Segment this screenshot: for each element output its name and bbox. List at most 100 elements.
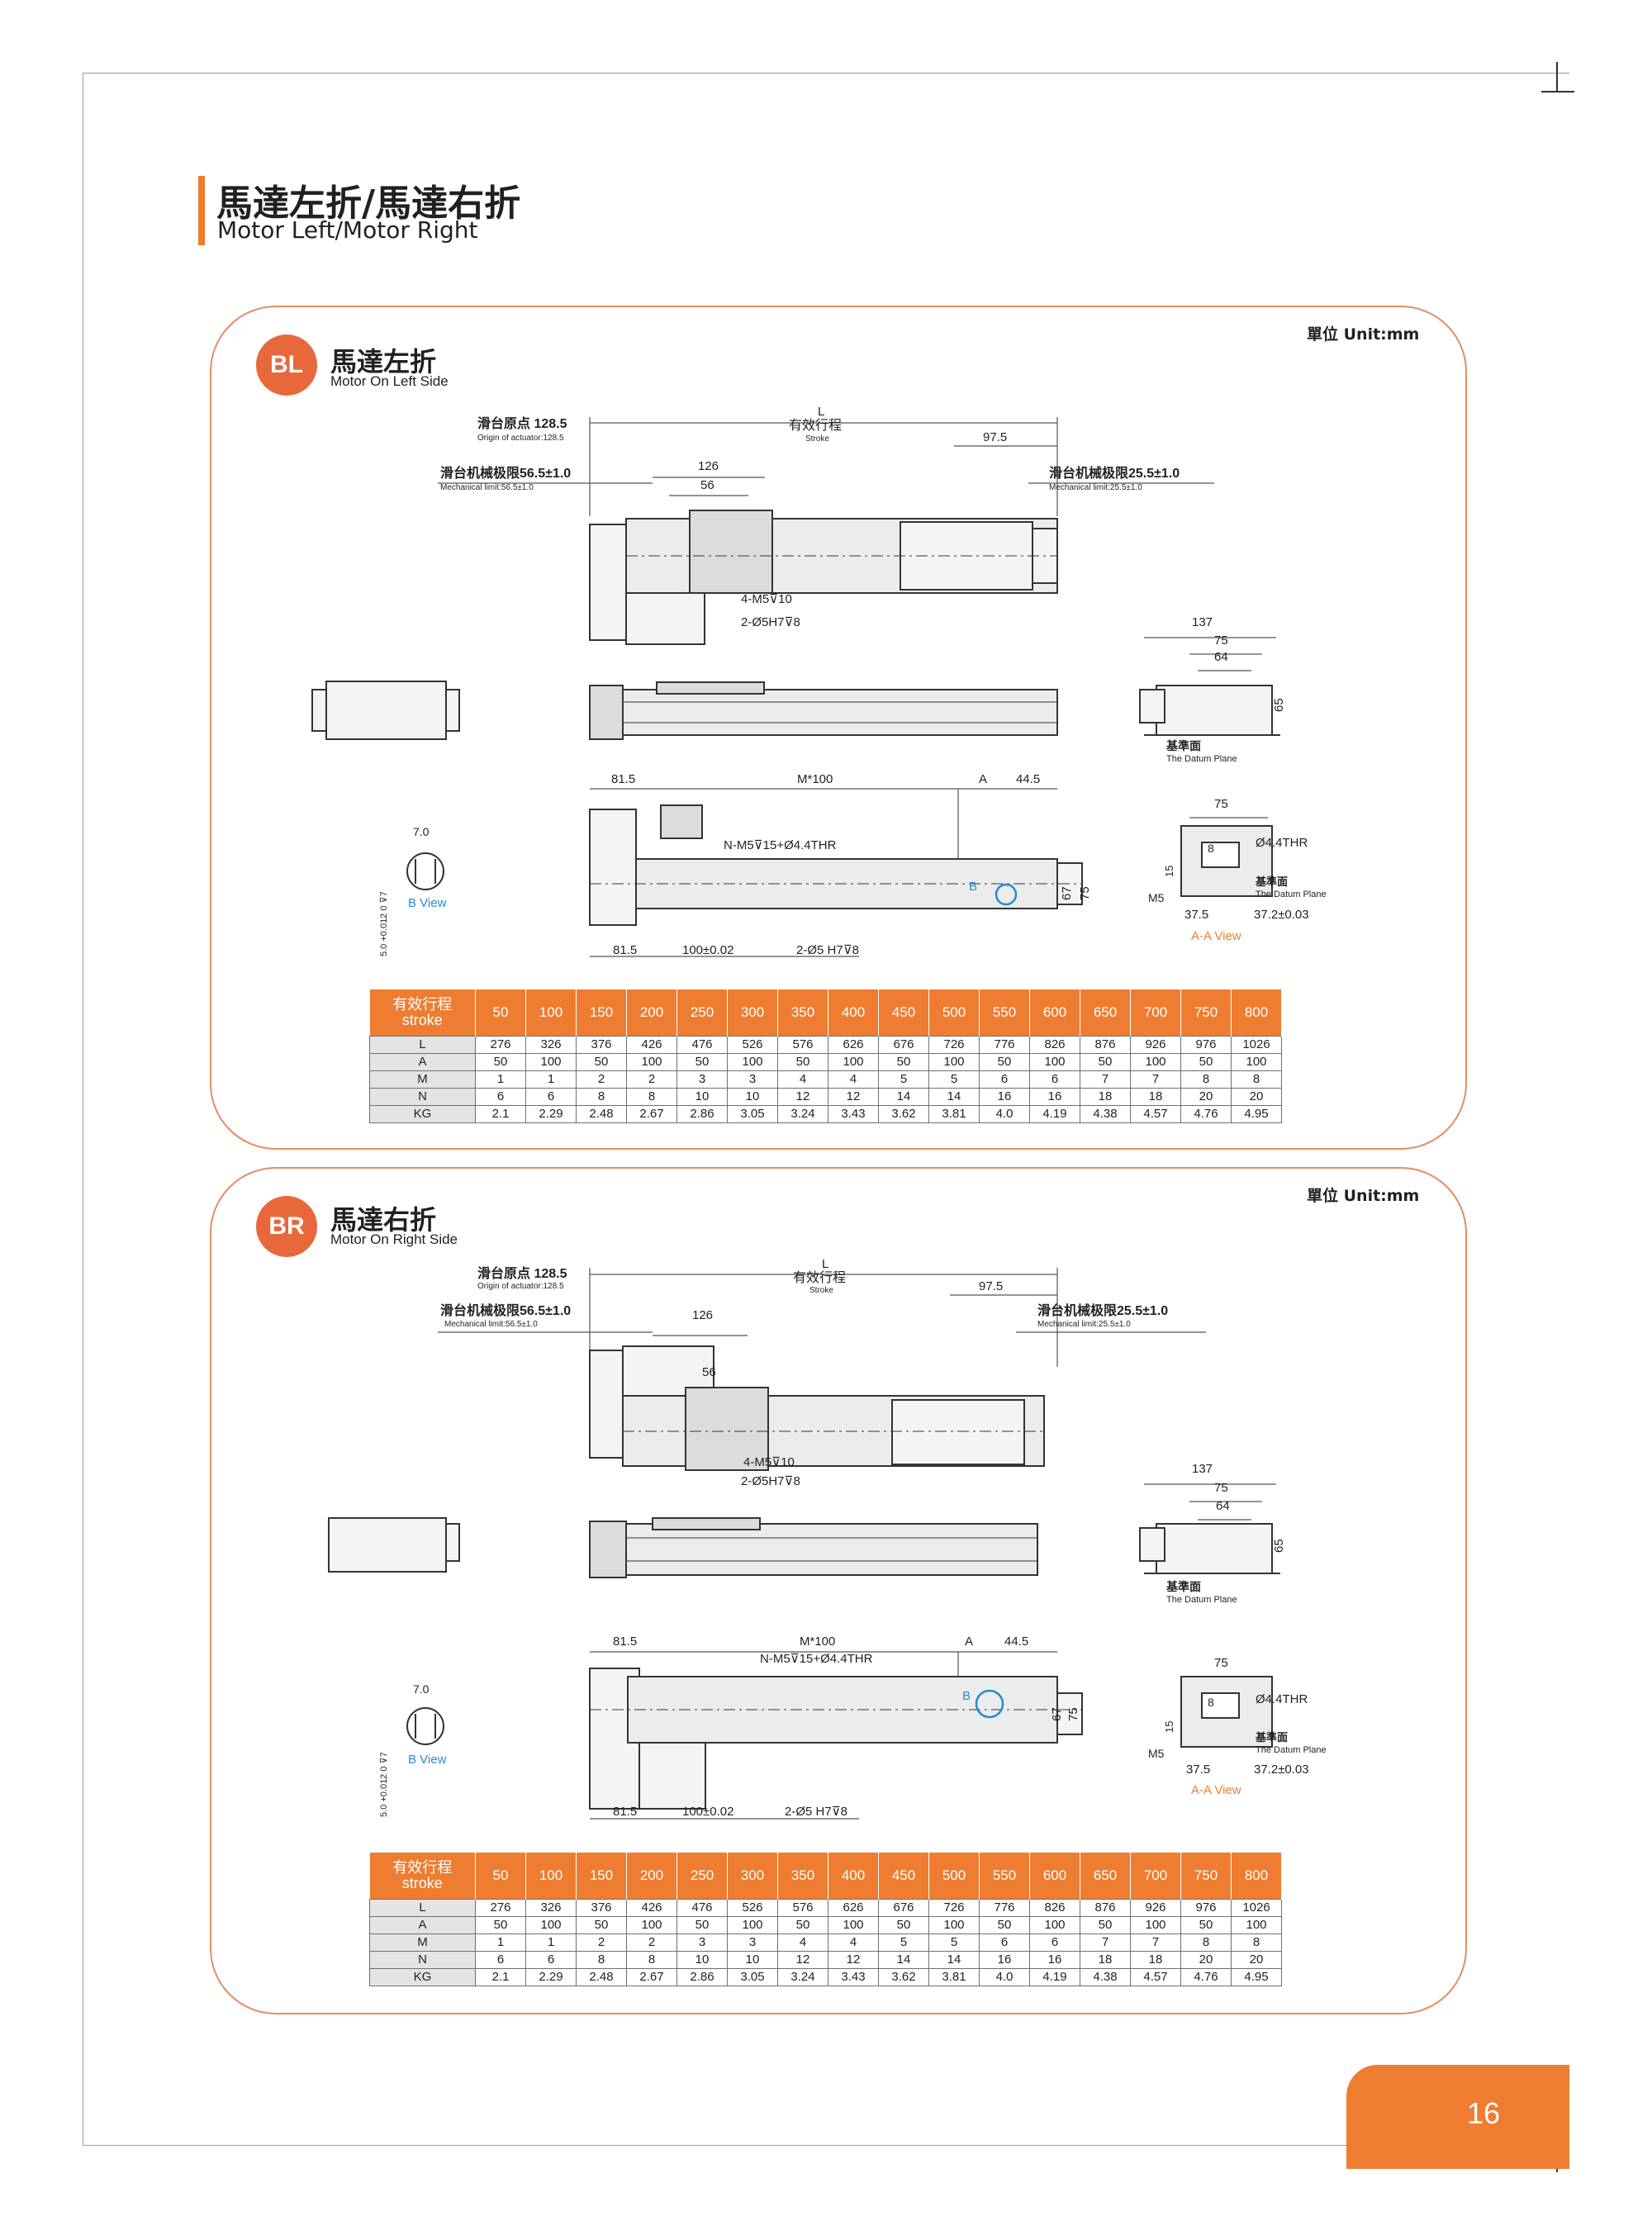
dim-75: 75	[1214, 1481, 1228, 1495]
stroke-header: 100	[525, 1853, 577, 1899]
datum-label-en: The Datum Plane	[1166, 754, 1237, 764]
stroke-label-cn: 有效行程	[789, 418, 842, 433]
dim-75-aa: 75	[1214, 797, 1228, 811]
dim-37-2: 37.2±0.03	[1254, 908, 1309, 922]
h7b-label: 2-Ø5 H7⊽8	[785, 1805, 847, 1819]
table-cell: 50	[475, 1915, 526, 1934]
stroke-header: 150	[576, 1853, 627, 1899]
spec-table-br: 有效行程 stroke 50 100 150 200 250 300 350 4…	[369, 1853, 1282, 1986]
dim-75-side: 75	[1066, 1707, 1080, 1721]
dim-8: 8	[1208, 842, 1214, 855]
dim-137: 137	[1192, 1462, 1213, 1476]
table-cell: 7	[1130, 1933, 1181, 1952]
dim-a: A	[979, 772, 987, 786]
table-cell: 2.48	[576, 1967, 627, 1986]
carriage	[689, 510, 773, 594]
dim-81-5-top: 81.5	[613, 1635, 637, 1649]
stroke-header: 350	[777, 1853, 828, 1899]
table-cell: 6	[525, 1950, 577, 1969]
dim-64: 64	[1214, 650, 1228, 664]
crop-mark	[1541, 91, 1574, 93]
table-cell: 6	[979, 1933, 1030, 1952]
table-cell: 100	[1130, 1915, 1181, 1934]
datum-label-cn: 基準面	[1166, 739, 1201, 752]
stroke-header: 450	[878, 1853, 929, 1899]
mech-limit-left-cn: 滑台机械极限56.5±1.0	[440, 1302, 571, 1318]
dim-m-x-100: M*100	[800, 1635, 835, 1649]
aa-section-view	[1180, 1676, 1273, 1748]
unit-label: 單位 Unit:mm	[1307, 325, 1420, 344]
table-cell: 10	[727, 1087, 778, 1106]
header-cn: 有效行程	[392, 995, 453, 1013]
dim-75-aa: 75	[1214, 1656, 1228, 1670]
aa-view-label: A-A View	[1191, 929, 1241, 943]
mech-limit-left-cn: 滑台机械极限56.5±1.0	[440, 465, 571, 481]
dim-81-5-top: 81.5	[611, 772, 635, 786]
table-cell: 4.57	[1130, 1104, 1181, 1123]
page-title: 馬達左折/馬達右折	[216, 183, 521, 225]
dim-56: 56	[700, 478, 714, 492]
section-subtitle: Motor On Left Side	[330, 373, 449, 389]
table-cell: 3.05	[727, 1967, 778, 1986]
page-number: 16	[1467, 2096, 1501, 2130]
table-cell: 4.95	[1231, 1967, 1282, 1986]
table-cell: 100	[1029, 1052, 1080, 1071]
table-cell: 776	[979, 1035, 1030, 1054]
table-cell: 18	[1080, 1950, 1131, 1969]
table-cell: 2	[626, 1933, 677, 1952]
datum-label-en: The Datum Plane	[1166, 1595, 1237, 1605]
tolerance-label: 5.0 +0.012 0 ⊽7	[379, 1752, 389, 1817]
mech-limit-right-cn: 滑台机械极限25.5±1.0	[1037, 1302, 1168, 1318]
table-cell: 100	[1231, 1052, 1282, 1071]
m5-small: M5	[1148, 891, 1165, 904]
stroke-header: 250	[676, 1853, 728, 1899]
b-view-label: B View	[408, 1753, 447, 1767]
table-cell: 3.24	[777, 1104, 828, 1123]
dim-7-0: 7.0	[413, 1682, 430, 1696]
table-cell: 50	[576, 1915, 627, 1934]
table-cell: 100	[1029, 1915, 1080, 1934]
row-label: KG	[369, 1967, 476, 1986]
stroke-header: 400	[828, 989, 879, 1036]
table-cell: 14	[928, 1950, 980, 1969]
table-cell: 100	[928, 1052, 980, 1071]
table-cell: 1	[525, 1933, 577, 1952]
table-cell: 2.29	[525, 1104, 577, 1123]
dim-7-0: 7.0	[413, 825, 430, 838]
h7-label: 2-Ø5H7⊽8	[741, 1474, 800, 1488]
table-cell: 8	[576, 1950, 627, 1969]
table-cell: 100	[828, 1915, 879, 1934]
table-cell: 4.95	[1231, 1104, 1282, 1123]
motor-end-view	[311, 681, 460, 740]
mech-limit-left-en: Mechanical limit:56.5±1.0	[444, 1320, 538, 1329]
dim-15: 15	[1163, 1721, 1175, 1733]
table-cell: 50	[878, 1915, 929, 1934]
dim-8: 8	[1208, 1696, 1214, 1709]
spec-table-bl: 有效行程 stroke 50 100 150 200 250 300 350 4…	[369, 989, 1282, 1123]
stroke-header: 700	[1130, 1853, 1181, 1899]
table-cell: 6	[475, 1950, 526, 1969]
dim-65: 65	[1272, 1539, 1286, 1553]
section-title: 馬達右折	[330, 1204, 437, 1236]
top-view	[589, 510, 1058, 645]
table-cell: 20	[1231, 1950, 1282, 1969]
dim-126: 126	[692, 1308, 713, 1322]
origin-label-cn: 滑台原点 128.5	[477, 1265, 567, 1281]
stroke-header: 300	[727, 989, 778, 1036]
row-label: L	[369, 1035, 476, 1054]
m5-label: 4-M5⊽10	[743, 1455, 795, 1469]
table-cell: 526	[727, 1898, 778, 1917]
table-cell: 100	[626, 1915, 677, 1934]
header-en: stroke	[401, 1011, 443, 1028]
table-cell: 12	[828, 1950, 879, 1969]
table-cell: 100	[727, 1915, 778, 1934]
stroke-header: 400	[828, 1853, 879, 1899]
row-label: L	[369, 1898, 476, 1917]
unit-label: 單位 Unit:mm	[1307, 1187, 1420, 1205]
table-cell: 876	[1080, 1898, 1131, 1917]
